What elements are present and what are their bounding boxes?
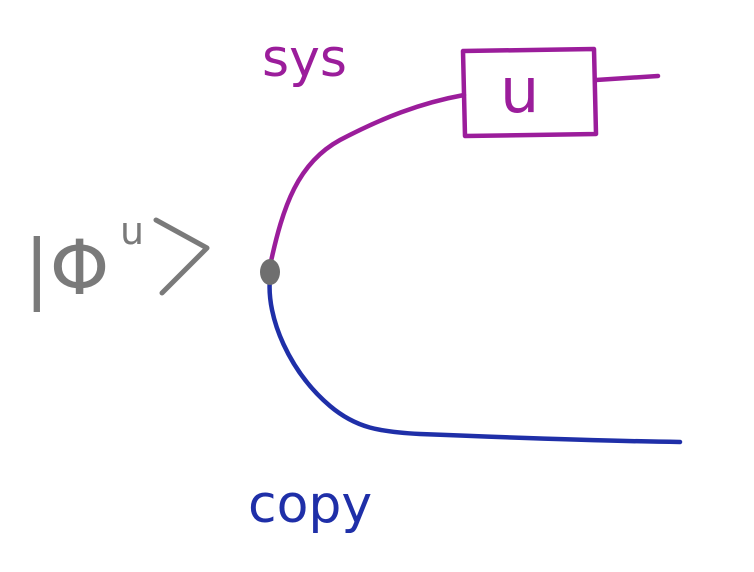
entanglement-node bbox=[260, 259, 280, 285]
ket-angle-bracket bbox=[153, 217, 210, 296]
copy-wire bbox=[267, 275, 683, 445]
unitary-gate: u bbox=[460, 46, 599, 139]
copy-label: copy bbox=[248, 475, 372, 535]
gate-label: u bbox=[500, 54, 539, 127]
state-label: |Φ u bbox=[24, 209, 210, 313]
state-ket-text: |Φ bbox=[24, 223, 109, 313]
state-superscript-text: u bbox=[120, 209, 144, 253]
gate-box bbox=[460, 46, 599, 139]
system-output-wire bbox=[593, 73, 661, 83]
system-wire bbox=[267, 92, 467, 269]
sys-label: sys bbox=[262, 29, 347, 89]
